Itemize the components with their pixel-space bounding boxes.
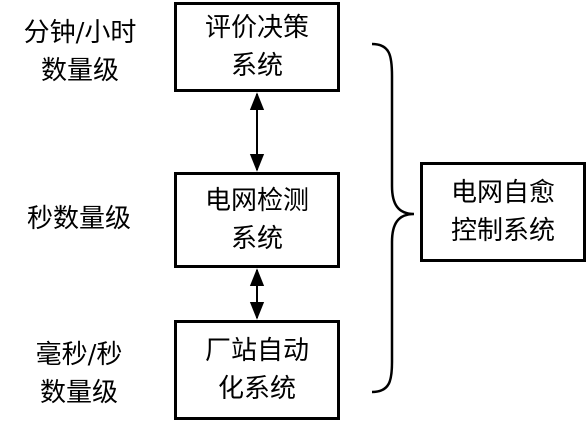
- box-detection-line-1: 电网检测: [204, 186, 309, 216]
- self-healing-control-system-box: 电网自愈 控制系统: [420, 162, 586, 262]
- box-station-line-2: 化系统: [217, 374, 296, 404]
- tier-label-minutes: 分钟/小时 数量级: [0, 14, 160, 90]
- grid-detection-system-box: 电网检测 系统: [174, 172, 340, 268]
- box-selfheal-line-2: 控制系统: [450, 216, 555, 246]
- tier-label-seconds: 秒数量级: [4, 200, 154, 238]
- tier-label-ms-line-1: 毫秒/秒: [35, 340, 123, 370]
- box-detection-line-2: 系统: [230, 224, 283, 254]
- box-selfheal-line-1: 电网自愈: [450, 178, 555, 208]
- box-station-line-1: 厂站自动: [204, 336, 309, 366]
- tier-label-minutes-line-2: 数量级: [40, 56, 119, 86]
- evaluation-decision-system-box: 评价决策 系统: [174, 2, 340, 92]
- box-decision-line-1: 评价决策: [204, 13, 309, 43]
- tier-label-minutes-line-1: 分钟/小时: [23, 18, 137, 48]
- box-decision-line-2: 系统: [230, 51, 283, 81]
- station-automation-system-box: 厂站自动 化系统: [174, 320, 340, 420]
- tier-label-ms-line-2: 数量级: [39, 378, 118, 408]
- grouping-brace: [371, 42, 415, 394]
- tier-label-seconds-line-1: 秒数量级: [26, 204, 131, 234]
- tier-label-milliseconds: 毫秒/秒 数量级: [4, 336, 154, 412]
